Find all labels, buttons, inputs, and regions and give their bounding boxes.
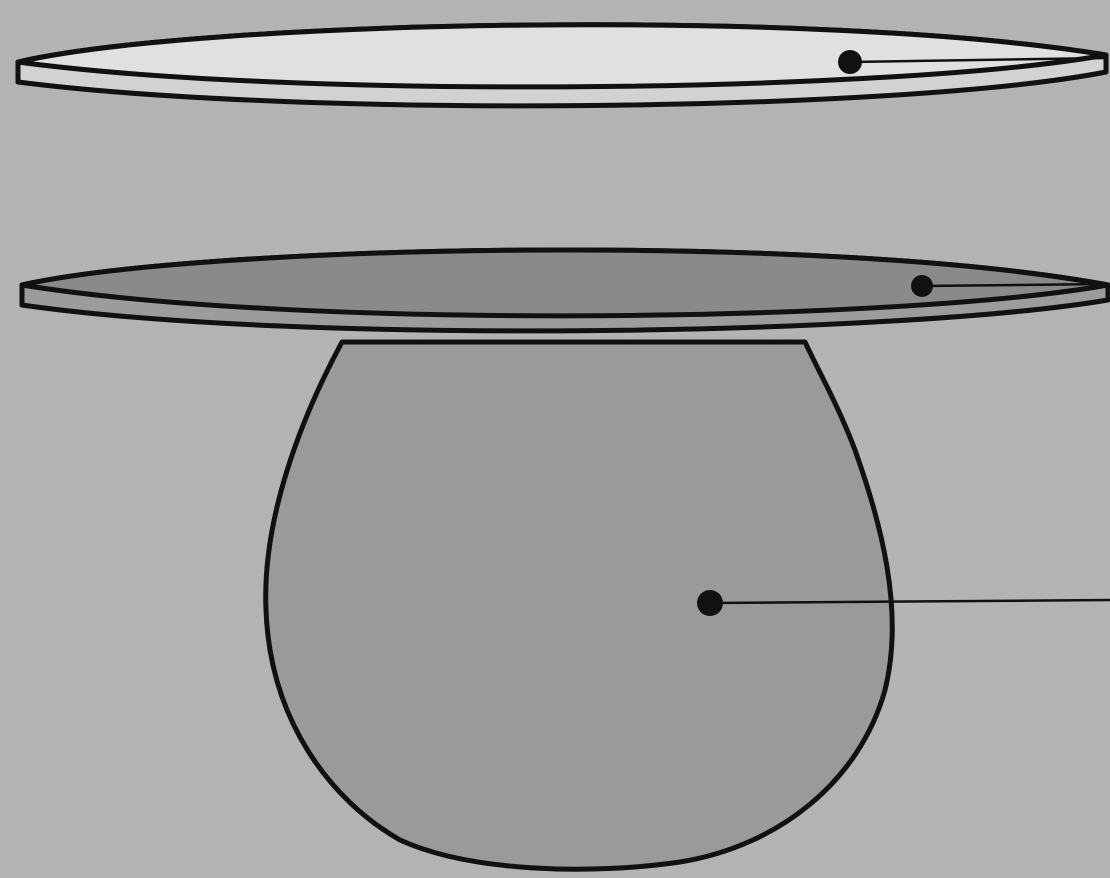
pointer-dot-bulb — [697, 590, 723, 616]
pointer-dot-top-disc — [838, 50, 862, 74]
middle-disc — [22, 250, 1108, 331]
bulb-shape — [266, 342, 893, 869]
pointer-dot-middle-disc — [911, 275, 933, 297]
bulb — [266, 342, 893, 869]
